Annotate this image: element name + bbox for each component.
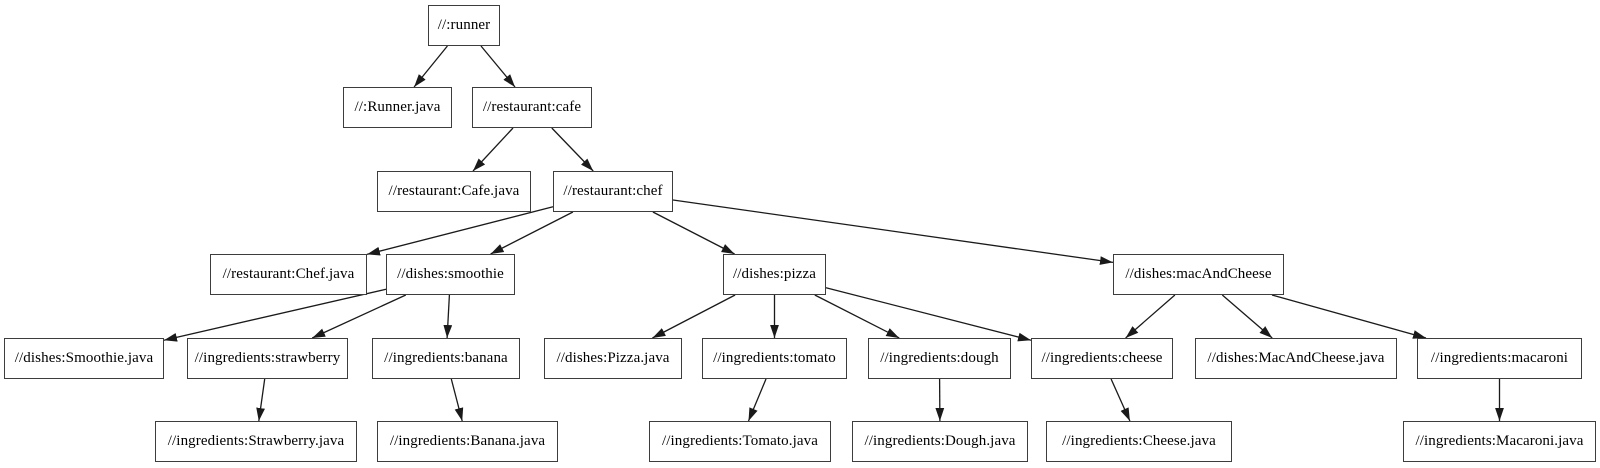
graph-node-pizza: //dishes:pizza: [723, 254, 826, 295]
node-label: //dishes:pizza: [732, 266, 817, 282]
edge-runner-to-cafe: [480, 45, 516, 88]
graph-node-chef: //restaurant:chef: [553, 171, 673, 212]
node-label: //ingredients:dough: [880, 350, 999, 366]
graph-node-banana_java: //ingredients:Banana.java: [377, 421, 558, 462]
edge-pizza-to-dough: [814, 294, 900, 339]
edge-cafe-to-chef: [551, 127, 594, 172]
edge-macandcheese-to-macaroni: [1271, 294, 1427, 339]
node-label: //ingredients:banana: [384, 350, 508, 366]
node-label: //restaurant:Chef.java: [222, 266, 355, 282]
graph-node-dough_java: //ingredients:Dough.java: [852, 421, 1028, 462]
edge-cafe-to-cafe_java: [472, 127, 514, 172]
edge-chef-to-smoothie: [490, 211, 574, 255]
node-label: //ingredients:tomato: [713, 350, 836, 366]
edge-smoothie-to-smoothie_java: [163, 288, 387, 342]
node-label: //restaurant:chef: [563, 183, 663, 199]
node-label: //ingredients:Dough.java: [864, 433, 1016, 449]
edge-chef-to-chef_java: [366, 206, 554, 256]
edge-pizza-to-pizza_java: [652, 294, 736, 339]
graph-node-pizza_java: //dishes:Pizza.java: [544, 338, 682, 379]
edge-strawberry-to-strawberry_java: [256, 378, 266, 422]
edge-runner-to-runner_java: [413, 45, 448, 88]
node-label: //dishes:Smoothie.java: [14, 350, 154, 366]
node-label: //dishes:MacAndCheese.java: [1207, 350, 1385, 366]
graph-node-banana: //ingredients:banana: [372, 338, 520, 379]
edge-macandcheese-to-cheese: [1125, 294, 1176, 339]
graph-node-smoothie_java: //dishes:Smoothie.java: [4, 338, 164, 379]
node-label: //restaurant:Cafe.java: [388, 183, 520, 199]
graph-node-smoothie: //dishes:smoothie: [386, 254, 515, 295]
graph-node-macandcheese_java: //dishes:MacAndCheese.java: [1195, 338, 1397, 379]
edge-chef-to-pizza: [652, 211, 735, 255]
node-label: //ingredients:macaroni: [1430, 350, 1569, 366]
edge-macandcheese-to-macandcheese_java: [1221, 294, 1273, 339]
edge-banana-to-banana_java: [450, 378, 464, 422]
graph-node-macaroni_java: //ingredients:Macaroni.java: [1403, 421, 1596, 462]
graph-node-cafe: //restaurant:cafe: [472, 87, 592, 128]
graph-node-macaroni: //ingredients:macaroni: [1417, 338, 1582, 379]
node-label: //dishes:Pizza.java: [556, 350, 670, 366]
node-label: //ingredients:Macaroni.java: [1415, 433, 1584, 449]
node-label: //ingredients:Tomato.java: [662, 433, 818, 449]
edge-smoothie-to-strawberry: [311, 294, 407, 339]
edge-chef-to-macandcheese: [672, 199, 1114, 265]
node-label: //ingredients:Strawberry.java: [167, 433, 345, 449]
node-label: //ingredients:Cheese.java: [1062, 433, 1216, 449]
graph-node-tomato: //ingredients:tomato: [702, 338, 847, 379]
graph-node-runner: //:runner: [428, 5, 500, 46]
graph-node-cafe_java: //restaurant:Cafe.java: [377, 171, 531, 212]
graph-node-dough: //ingredients:dough: [868, 338, 1011, 379]
graph-node-macandcheese: //dishes:macAndCheese: [1113, 254, 1284, 295]
edge-tomato-to-tomato_java: [747, 378, 767, 422]
node-label: //ingredients:strawberry: [194, 350, 341, 366]
graph-node-tomato_java: //ingredients:Tomato.java: [649, 421, 831, 462]
graph-node-cheese: //ingredients:cheese: [1031, 338, 1173, 379]
graph-node-runner_java: //:Runner.java: [343, 87, 452, 128]
node-label: //:runner: [437, 17, 491, 33]
graph-node-cheese_java: //ingredients:Cheese.java: [1046, 421, 1232, 462]
edge-cheese-to-cheese_java: [1110, 378, 1131, 422]
node-label: //ingredients:cheese: [1041, 350, 1163, 366]
node-label: //ingredients:Banana.java: [389, 433, 546, 449]
graph-node-strawberry: //ingredients:strawberry: [187, 338, 348, 379]
graph-node-strawberry_java: //ingredients:Strawberry.java: [155, 421, 357, 462]
graph-node-chef_java: //restaurant:Chef.java: [210, 254, 367, 295]
node-label: //:Runner.java: [354, 99, 441, 115]
node-label: //dishes:smoothie: [397, 266, 504, 282]
edge-pizza-to-cheese: [825, 287, 1032, 342]
node-label: //dishes:macAndCheese: [1125, 266, 1272, 282]
edge-smoothie-to-banana: [443, 294, 453, 339]
node-label: //restaurant:cafe: [482, 99, 582, 115]
